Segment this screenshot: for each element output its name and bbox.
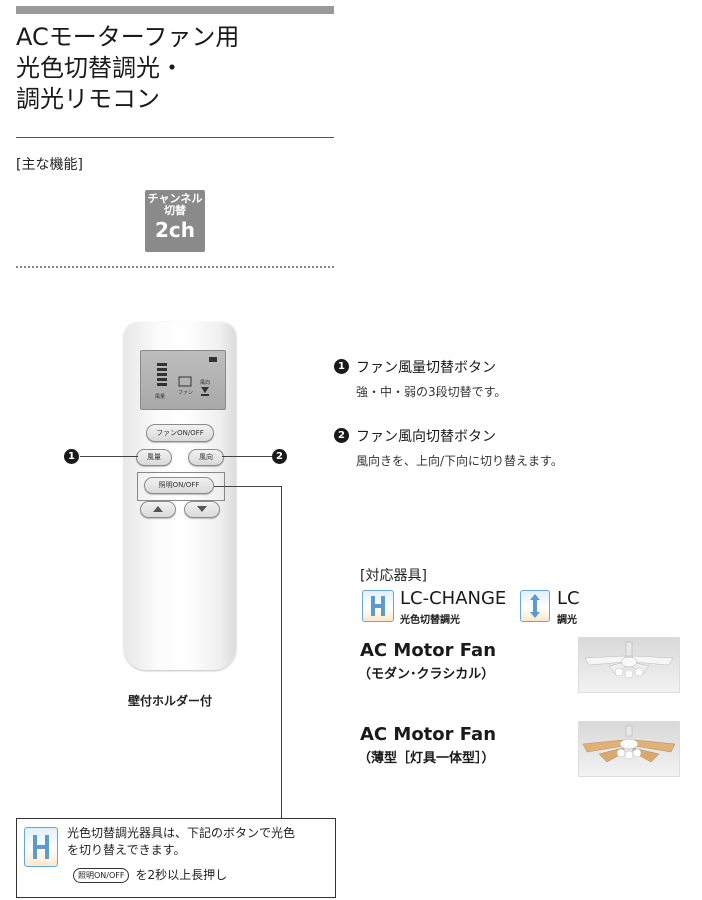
note-leader-horizontal [214, 486, 282, 487]
product-1-photo [578, 637, 680, 693]
feature-2-marker: 2 [334, 428, 349, 443]
lc-change-sub: 光色切替調光 [400, 615, 460, 626]
product-2-name: AC Motor Fan [360, 724, 497, 745]
note-light-onoff-pill: 照明ON/OFF [73, 868, 130, 883]
light-onoff-button[interactable]: 照明ON/OFF [144, 477, 214, 494]
fan-onoff-button[interactable]: ファンON/OFF [146, 424, 214, 442]
note-leader-vertical [281, 486, 282, 818]
badge-line-3: 2ch [154, 218, 195, 242]
lc-change-note-box: 光色切替調光器具は、下記のボタンで光色 を切り替えできます。 照明ON/OFF … [16, 818, 336, 898]
lc-name: LC [557, 588, 580, 609]
page-title: ACモーターファン用 光色切替調光・ 調光リモコン [16, 22, 239, 115]
feature-1-title: ファン風量切替ボタン [356, 360, 496, 376]
wind-volume-button[interactable]: 風量 [136, 449, 172, 466]
callout-line-1 [80, 456, 138, 457]
down-button[interactable] [184, 501, 220, 518]
callout-marker-1: 1 [64, 449, 79, 464]
dotted-divider [16, 266, 334, 268]
product-2-photo [578, 721, 680, 777]
lcd-display-icon [157, 357, 217, 396]
badge-line-2: 切替 [164, 204, 186, 217]
feature-2-title: ファン風向切替ボタン [356, 429, 496, 445]
title-line-3: 調光リモコン [16, 85, 160, 113]
product-1-sub: （モダン･クラシカル） [358, 667, 495, 682]
ceiling-fan-thin-icon [582, 725, 676, 763]
ceiling-fan-modern-icon [584, 641, 674, 679]
title-line-1: ACモーターファン用 [16, 23, 240, 51]
lc-change-name: LC-CHANGE [400, 588, 507, 609]
lc-change-icon [362, 590, 394, 622]
triangle-up-icon [153, 506, 163, 512]
callout-marker-2: 2 [272, 449, 287, 464]
main-features-label: [主な機能] [16, 157, 83, 173]
lcd-label-fan: ファン [178, 390, 194, 396]
title-line-2: 光色切替調光・ [16, 54, 184, 82]
feature-1-marker: 1 [334, 359, 349, 374]
lc-dimming-glyph-icon [530, 594, 540, 618]
feature-1-desc: 強・中・弱の3段切替です。 [356, 385, 507, 399]
note-lc-change-icon [24, 827, 58, 867]
channel-switch-badge: チャンネル 切替 2ch [145, 190, 205, 252]
remote-caption: 壁付ホルダー付 [128, 694, 213, 708]
lc-sub: 調光 [557, 615, 577, 626]
product-1-name: AC Motor Fan [360, 640, 497, 661]
up-button[interactable] [140, 501, 176, 518]
compatible-fixtures-label: [対応器具] [360, 568, 427, 584]
top-bar [16, 6, 334, 14]
triangle-down-icon [197, 506, 207, 512]
remote-lcd: 風量 ファン 風向 [140, 350, 226, 410]
note-lc-change-glyph-icon [33, 835, 49, 859]
badge-line-1: チャンネル [147, 192, 203, 205]
wind-direction-button[interactable]: 風向 [188, 449, 224, 466]
lcd-label-volume: 風量 [155, 394, 166, 400]
feature-2-desc: 風向きを、上向/下向に切り替えます。 [356, 454, 563, 468]
title-divider [16, 137, 334, 138]
lc-change-glyph-icon [371, 596, 385, 616]
note-line-2: を切り替えできます。 [67, 843, 186, 857]
note-line-3: 照明ON/OFF を2秒以上長押し [73, 867, 227, 884]
lc-icon [520, 590, 550, 622]
callout-line-2 [222, 456, 272, 457]
product-2-sub: （薄型［灯具一体型］） [358, 751, 495, 766]
note-line-3-text: を2秒以上長押し [135, 868, 228, 882]
lcd-label-direction: 風向 [200, 380, 211, 386]
note-line-1: 光色切替調光器具は、下記のボタンで光色 [67, 826, 296, 840]
